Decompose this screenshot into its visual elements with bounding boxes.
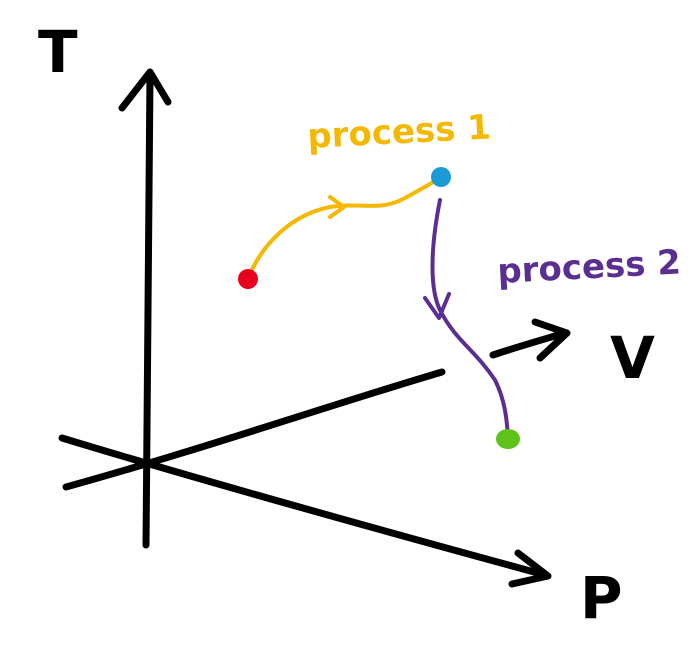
intermediate-state-dot — [431, 167, 451, 187]
p-axis-arrowhead — [508, 549, 552, 588]
initial-state-dot — [238, 269, 258, 289]
p-axis-label: P — [580, 564, 623, 632]
t-axis — [118, 68, 172, 549]
process-2-arrow — [423, 292, 451, 320]
process-1-arrow — [328, 195, 346, 219]
v-axis-line-upper — [489, 329, 569, 359]
p-axis-line — [58, 434, 549, 579]
process-2-path — [423, 198, 510, 440]
process-2-label: process 2 — [496, 242, 681, 292]
v-axis-arrowhead — [531, 318, 571, 362]
v-axis-line-lower — [62, 368, 446, 491]
final-state-dot — [496, 429, 520, 449]
process-1-path — [246, 176, 442, 280]
t-axis-line — [142, 71, 154, 549]
t-axis-label: T — [38, 18, 78, 86]
p-axis — [58, 434, 552, 588]
v-axis — [62, 318, 571, 491]
process-1-curve — [246, 176, 442, 280]
v-axis-label: V — [610, 324, 655, 392]
process-2-curve — [430, 198, 510, 440]
t-axis-arrowhead — [118, 68, 172, 112]
process-1-label: process 1 — [306, 107, 491, 157]
